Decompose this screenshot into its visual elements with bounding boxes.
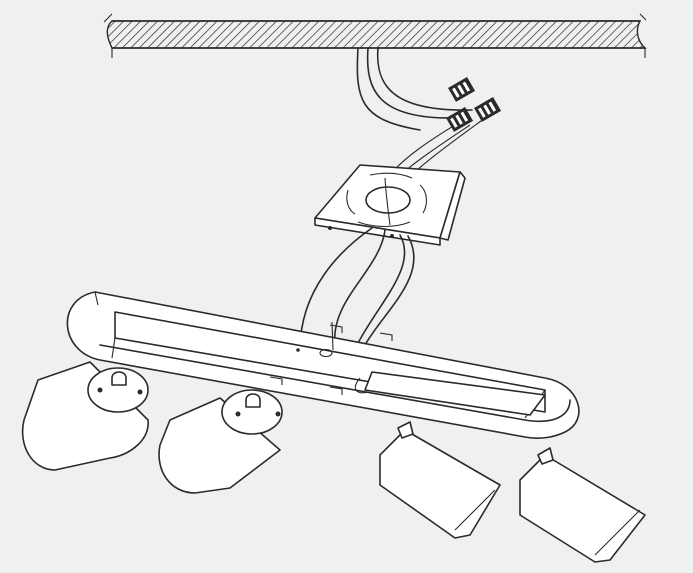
terminal-connectors xyxy=(446,77,502,132)
light-bar xyxy=(66,291,580,439)
spotlight-2 xyxy=(158,389,283,494)
ceiling-section xyxy=(103,13,647,58)
spotlight-1 xyxy=(21,361,149,471)
spotlight-4 xyxy=(519,447,646,563)
mounting-plate xyxy=(314,164,466,246)
supply-wires xyxy=(356,47,486,183)
spotlight-3 xyxy=(379,421,501,539)
